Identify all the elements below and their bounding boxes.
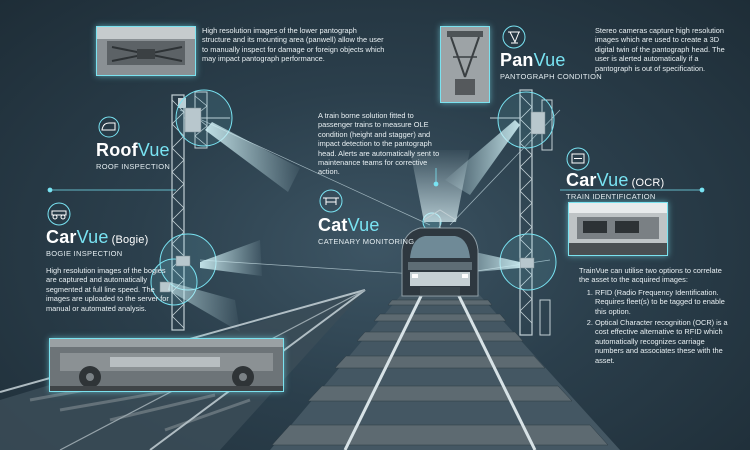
panvue-subtitle: PANTOGRAPH CONDITION [500, 72, 602, 81]
carvue-bogie-subtitle: BOGIE INSPECTION [46, 249, 123, 258]
roofvue-subtitle: ROOF INSPECTION [96, 162, 171, 171]
pantograph-photo [440, 26, 490, 103]
carvue-ocr-block: CarVue(OCR) TRAIN IDENTIFICATION [566, 170, 716, 201]
carvue-bogie-title: CarVue(Bogie) [46, 227, 149, 247]
ocr-photo [568, 202, 668, 256]
panwell-description: High resolution images of the lower pant… [202, 26, 385, 64]
train [401, 209, 479, 297]
carvue-bogie-block: CarVue(Bogie) BOGIE INSPECTION [46, 227, 186, 258]
catvue-description: A train borne solution fitted to passeng… [318, 111, 440, 177]
carvue-ocr-title: CarVue(OCR) [566, 170, 665, 190]
bogie-photo [49, 338, 284, 392]
trainvue-option-rfid: RFID (Radio Frequency Identification. Re… [595, 288, 731, 316]
panvue-description: Stereo cameras capture high resolution i… [595, 26, 725, 73]
trainvue-intro: TrainVue can utilise two options to corr… [579, 266, 722, 285]
roofvue-block: RoofVue ROOF INSPECTION [96, 140, 206, 171]
roof-train-icon [98, 116, 120, 138]
trainvue-option-ocr: Optical Character recognition (OCR) is a… [595, 318, 731, 365]
trainvue-block: TrainVue can utilise two options to corr… [579, 266, 731, 367]
trainvue-options: RFID (Radio Frequency Identification. Re… [579, 288, 731, 365]
catenary-icon [319, 189, 343, 213]
panwell-photo [96, 26, 196, 76]
sensor-boxes [159, 107, 546, 293]
panvue-block: PanVue PANTOGRAPH CONDITION [500, 50, 602, 81]
right-mast [490, 89, 553, 336]
connector-lines [47, 168, 705, 193]
catvue-block: CatVue CATENARY MONITORING [318, 215, 438, 246]
roofvue-title: RoofVue [96, 140, 170, 160]
bogie-icon [47, 202, 71, 226]
panvue-title: PanVue [500, 50, 566, 70]
main-track [270, 287, 620, 450]
pantograph-icon [502, 25, 526, 49]
catvue-subtitle: CATENARY MONITORING [318, 237, 415, 246]
catvue-title: CatVue [318, 215, 380, 235]
carvue-ocr-subtitle: TRAIN IDENTIFICATION [566, 192, 656, 201]
bogie-description: High resolution images of the bogies are… [46, 266, 169, 313]
ocr-scan-icon [566, 147, 590, 171]
